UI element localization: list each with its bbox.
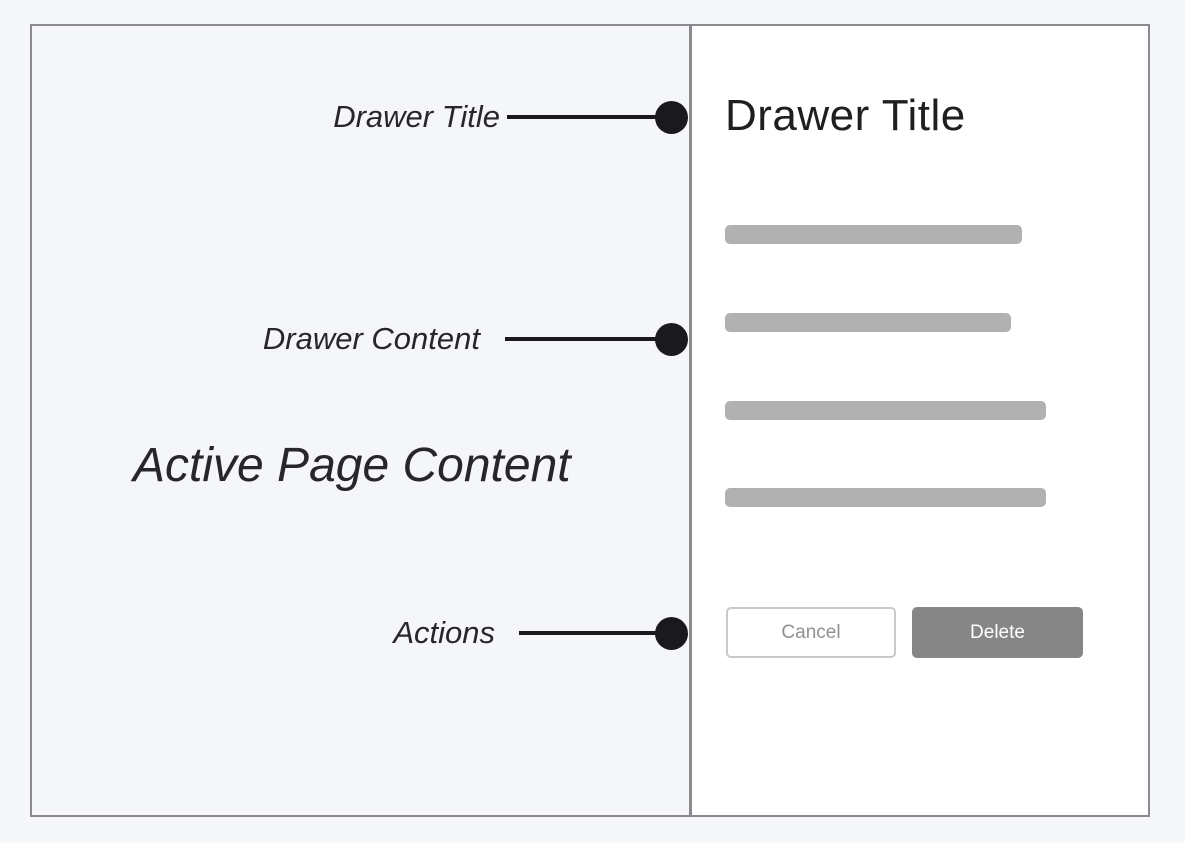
active-page-content-label: Active Page Content: [133, 439, 571, 492]
callout-actions-label: Actions: [393, 615, 495, 650]
callout-drawer-content: Drawer Content: [263, 319, 688, 359]
callout-dot: [655, 616, 688, 650]
callout-drawer-title: Drawer Title: [333, 97, 688, 137]
callout-line: [505, 337, 657, 341]
callout-dot: [655, 322, 688, 356]
callout-drawer-title-label: Drawer Title: [333, 99, 500, 134]
callout-drawer-content-label: Drawer Content: [262, 321, 480, 356]
content-placeholder-bar: [725, 225, 1022, 244]
delete-button[interactable]: Delete: [912, 607, 1083, 658]
drawer-title: Drawer Title: [725, 91, 966, 140]
content-placeholder-bar: [725, 313, 1011, 332]
callout-dot: [655, 100, 688, 134]
content-placeholder-bar: [725, 488, 1046, 507]
active-page-panel: [32, 26, 689, 815]
callout-line: [507, 115, 657, 119]
callout-actions: Actions: [393, 613, 688, 653]
content-placeholder-bar: [725, 401, 1046, 420]
cancel-button[interactable]: Cancel: [726, 607, 896, 658]
callout-line: [519, 631, 657, 635]
drawer-panel: Drawer Title Cancel Delete: [689, 26, 1148, 815]
